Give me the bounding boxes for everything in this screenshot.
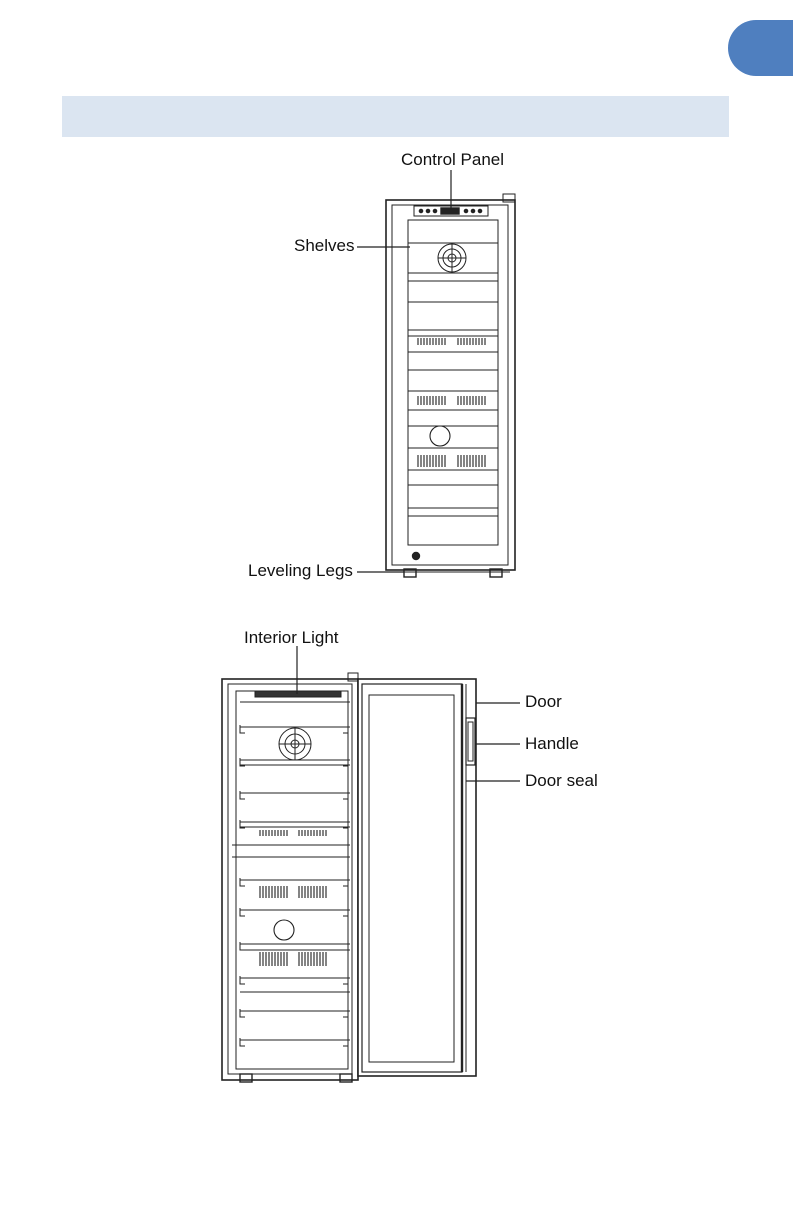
open-door-panel	[358, 679, 476, 1076]
open-cabinet-body	[222, 673, 358, 1080]
door-handle-shape	[466, 718, 475, 765]
open-fan-icon	[279, 728, 311, 760]
interior-light-bar	[255, 691, 341, 697]
